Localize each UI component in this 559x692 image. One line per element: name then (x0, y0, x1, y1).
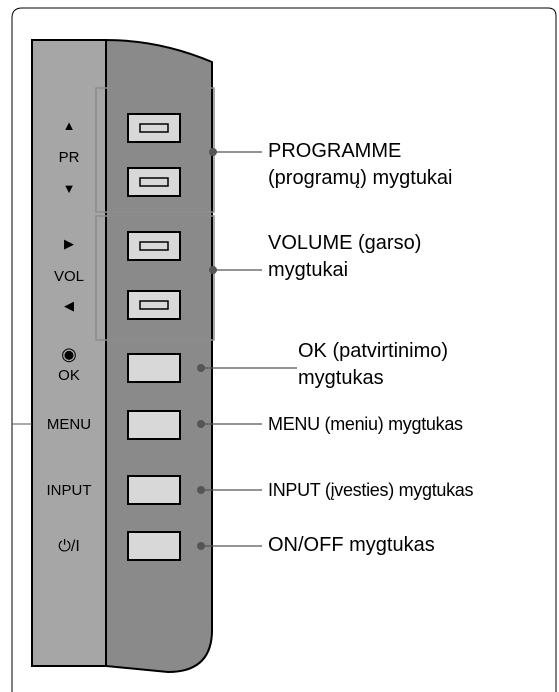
power-leader (197, 542, 262, 550)
input-button[interactable] (127, 475, 181, 505)
ok-callout-line1: OK (patvirtinimo) (298, 340, 449, 362)
vol-right-arrow-icon: ▶ (64, 236, 74, 251)
power-label: ⏻/I (58, 538, 80, 555)
input-callout: INPUT (įvesties) mygtukas (268, 480, 474, 500)
programme-callout-line1: PROGRAMME (268, 140, 402, 162)
pr-label: PR (58, 149, 80, 166)
power-button[interactable] (127, 531, 181, 561)
menu-label: MENU (46, 416, 92, 433)
volume-leader (209, 266, 262, 274)
power-callout: ON/OFF mygtukas (268, 534, 435, 556)
ok-label: OK (58, 367, 80, 384)
ok-button[interactable] (127, 353, 181, 383)
pr-up-arrow-icon: ▲ (62, 118, 76, 133)
input-label: INPUT (46, 482, 92, 499)
programme-callout-line2: (programų) mygtukai (268, 167, 453, 189)
vol-label: VOL (53, 268, 84, 285)
ok-leader (197, 364, 297, 372)
outer-frame (11, 7, 557, 692)
vol-up-button[interactable] (127, 231, 181, 261)
pr-down-button[interactable] (127, 167, 181, 197)
ok-callout-line2: mygtukas (298, 367, 384, 389)
pr-down-arrow-icon: ▼ (62, 181, 76, 196)
menu-leader (197, 420, 262, 428)
volume-group-box (95, 215, 215, 341)
vol-left-arrow-icon: ◀ (64, 298, 74, 313)
input-leader (197, 486, 262, 494)
volume-callout-line2: mygtukai (268, 259, 349, 281)
menu-button[interactable] (127, 410, 181, 440)
ok-circle-icon: ◉ (61, 344, 77, 364)
programme-leader (209, 148, 262, 156)
volume-callout-line1: VOLUME (garso) (268, 232, 422, 254)
menu-callout: MENU (meniu) mygtukas (268, 414, 463, 434)
pr-up-button[interactable] (127, 113, 181, 143)
vol-down-button[interactable] (127, 290, 181, 320)
